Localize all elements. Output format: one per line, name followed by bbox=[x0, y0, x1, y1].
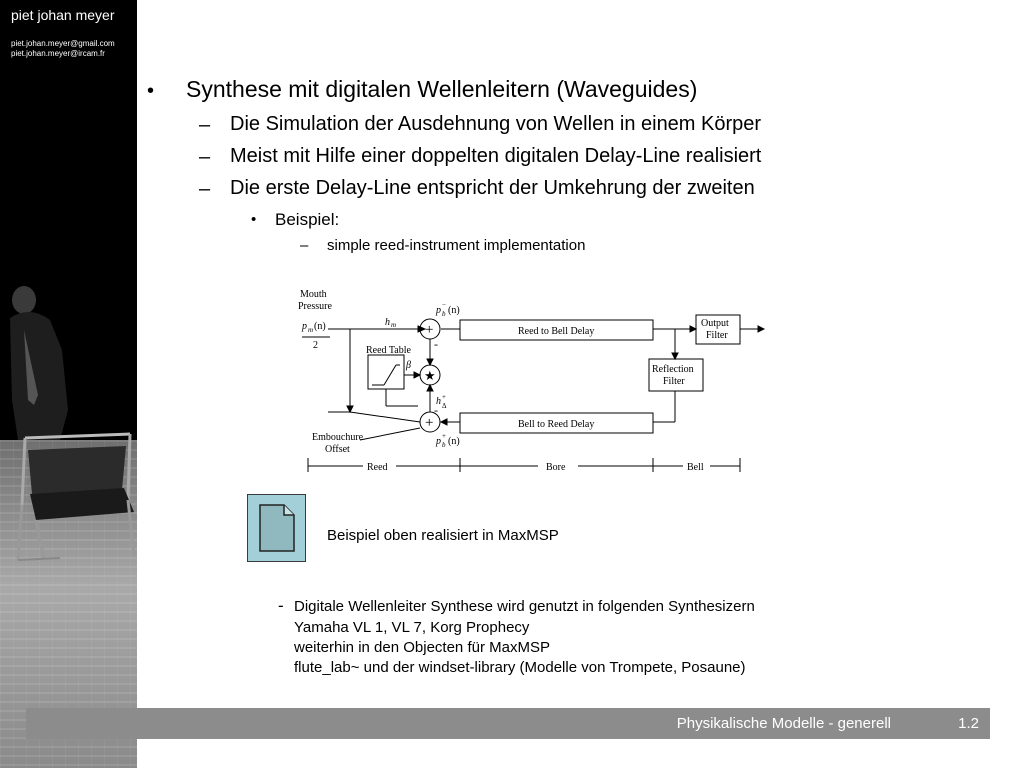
maxmsp-patch-link[interactable] bbox=[247, 494, 306, 562]
paragraph-dash: - bbox=[278, 596, 284, 615]
label-pm-arg: (n) bbox=[314, 321, 326, 332]
label-reflection-1: Reflection bbox=[652, 364, 694, 375]
label-pb-plus-sub: b bbox=[442, 441, 446, 449]
footer-title: Physikalische Modelle - generell bbox=[676, 715, 891, 732]
sum-plus-bottom: + bbox=[425, 415, 433, 431]
label-pm-sub: m bbox=[308, 326, 313, 334]
sub-bullet-1: Die Simulation der Ausdehnung von Wellen… bbox=[230, 113, 762, 135]
footer-bar: Physikalische Modelle - generell 1.2 bbox=[26, 708, 990, 739]
label-pb-minus: p bbox=[435, 305, 441, 316]
email-ircam[interactable]: piet.johan.meyer@ircam.fr bbox=[11, 49, 105, 58]
label-hdelta-sup: + bbox=[442, 393, 446, 401]
label-hm-sub: m bbox=[391, 321, 396, 329]
dash-icon: – bbox=[199, 178, 211, 200]
sum-minus-top: - bbox=[434, 337, 438, 351]
paragraph-line-4: flute_lab~ und der windset-library (Mode… bbox=[294, 659, 746, 676]
dash-icon: – bbox=[199, 114, 211, 136]
dash-icon: – bbox=[199, 146, 211, 168]
label-pb-plus-arg: (n) bbox=[448, 436, 460, 447]
label-pb-plus: p bbox=[435, 436, 441, 447]
label-output-2: Filter bbox=[706, 330, 728, 341]
label-pb-plus-sup: + bbox=[442, 432, 446, 440]
bullet-dot-icon: • bbox=[147, 80, 155, 102]
label-pb-sub: b bbox=[442, 310, 446, 318]
label-pb-minus-sup: − bbox=[442, 301, 446, 309]
sub-bullet-2: Meist mit Hilfe einer doppelten digitale… bbox=[230, 145, 762, 167]
sum-plus-top: + bbox=[425, 322, 433, 338]
label-pm: p bbox=[301, 321, 307, 332]
dash-icon: – bbox=[300, 237, 309, 254]
label-output-1: Output bbox=[701, 318, 729, 329]
document-icon bbox=[259, 504, 295, 552]
label-reed-table: Reed Table bbox=[366, 345, 411, 356]
multiply-star: ★ bbox=[424, 368, 436, 383]
page-number: 1.2 bbox=[958, 715, 979, 732]
label-mouth-1: Mouth bbox=[300, 289, 327, 300]
label-bell-to-reed: Bell to Reed Delay bbox=[518, 419, 594, 430]
waveguide-diagram: Mouth Pressure p m (n) 2 Reed Table β h … bbox=[298, 289, 766, 473]
label-pb-arg: (n) bbox=[448, 305, 460, 316]
section-bell: Bell bbox=[687, 462, 704, 473]
sum-minus-bottom: - bbox=[434, 403, 438, 417]
paragraph-line-1: Digitale Wellenleiter Synthese wird genu… bbox=[294, 598, 755, 615]
label-mouth-2: Pressure bbox=[298, 301, 332, 312]
author-name: piet johan meyer bbox=[11, 7, 115, 23]
sub-bullet-3: Die erste Delay-Line entspricht der Umke… bbox=[230, 177, 755, 199]
label-reed-to-bell: Reed to Bell Delay bbox=[518, 326, 594, 337]
label-embouchure-1: Embouchure bbox=[312, 432, 364, 443]
label-hdelta-sub: Δ bbox=[442, 402, 447, 410]
paragraph-line-2: Yamaha VL 1, VL 7, Korg Prophecy bbox=[294, 619, 530, 636]
icon-caption: Beispiel oben realisiert in MaxMSP bbox=[327, 527, 559, 544]
section-reed: Reed bbox=[367, 462, 388, 473]
person-figure bbox=[10, 286, 68, 440]
chair-figure bbox=[16, 432, 136, 561]
label-hm: h bbox=[385, 317, 390, 328]
sidebar-photo: piet johan meyer piet.johan.meyer@gmail.… bbox=[0, 0, 137, 768]
email-gmail[interactable]: piet.johan.meyer@gmail.com bbox=[11, 39, 115, 48]
bullet-dot-icon: • bbox=[251, 211, 257, 228]
example-label: Beispiel: bbox=[275, 210, 340, 229]
section-bore: Bore bbox=[546, 462, 566, 473]
label-beta: β bbox=[405, 360, 411, 371]
label-hdelta: h bbox=[436, 396, 441, 407]
main-bullet: Synthese mit digitalen Wellenleitern (Wa… bbox=[186, 76, 698, 102]
paragraph-line-3: weiterhin in den Objecten für MaxMSP bbox=[294, 639, 550, 656]
example-item: simple reed-instrument implementation bbox=[327, 237, 586, 254]
label-embouchure-2: Offset bbox=[325, 444, 350, 455]
label-half: 2 bbox=[313, 340, 318, 351]
label-reflection-2: Filter bbox=[663, 376, 685, 387]
